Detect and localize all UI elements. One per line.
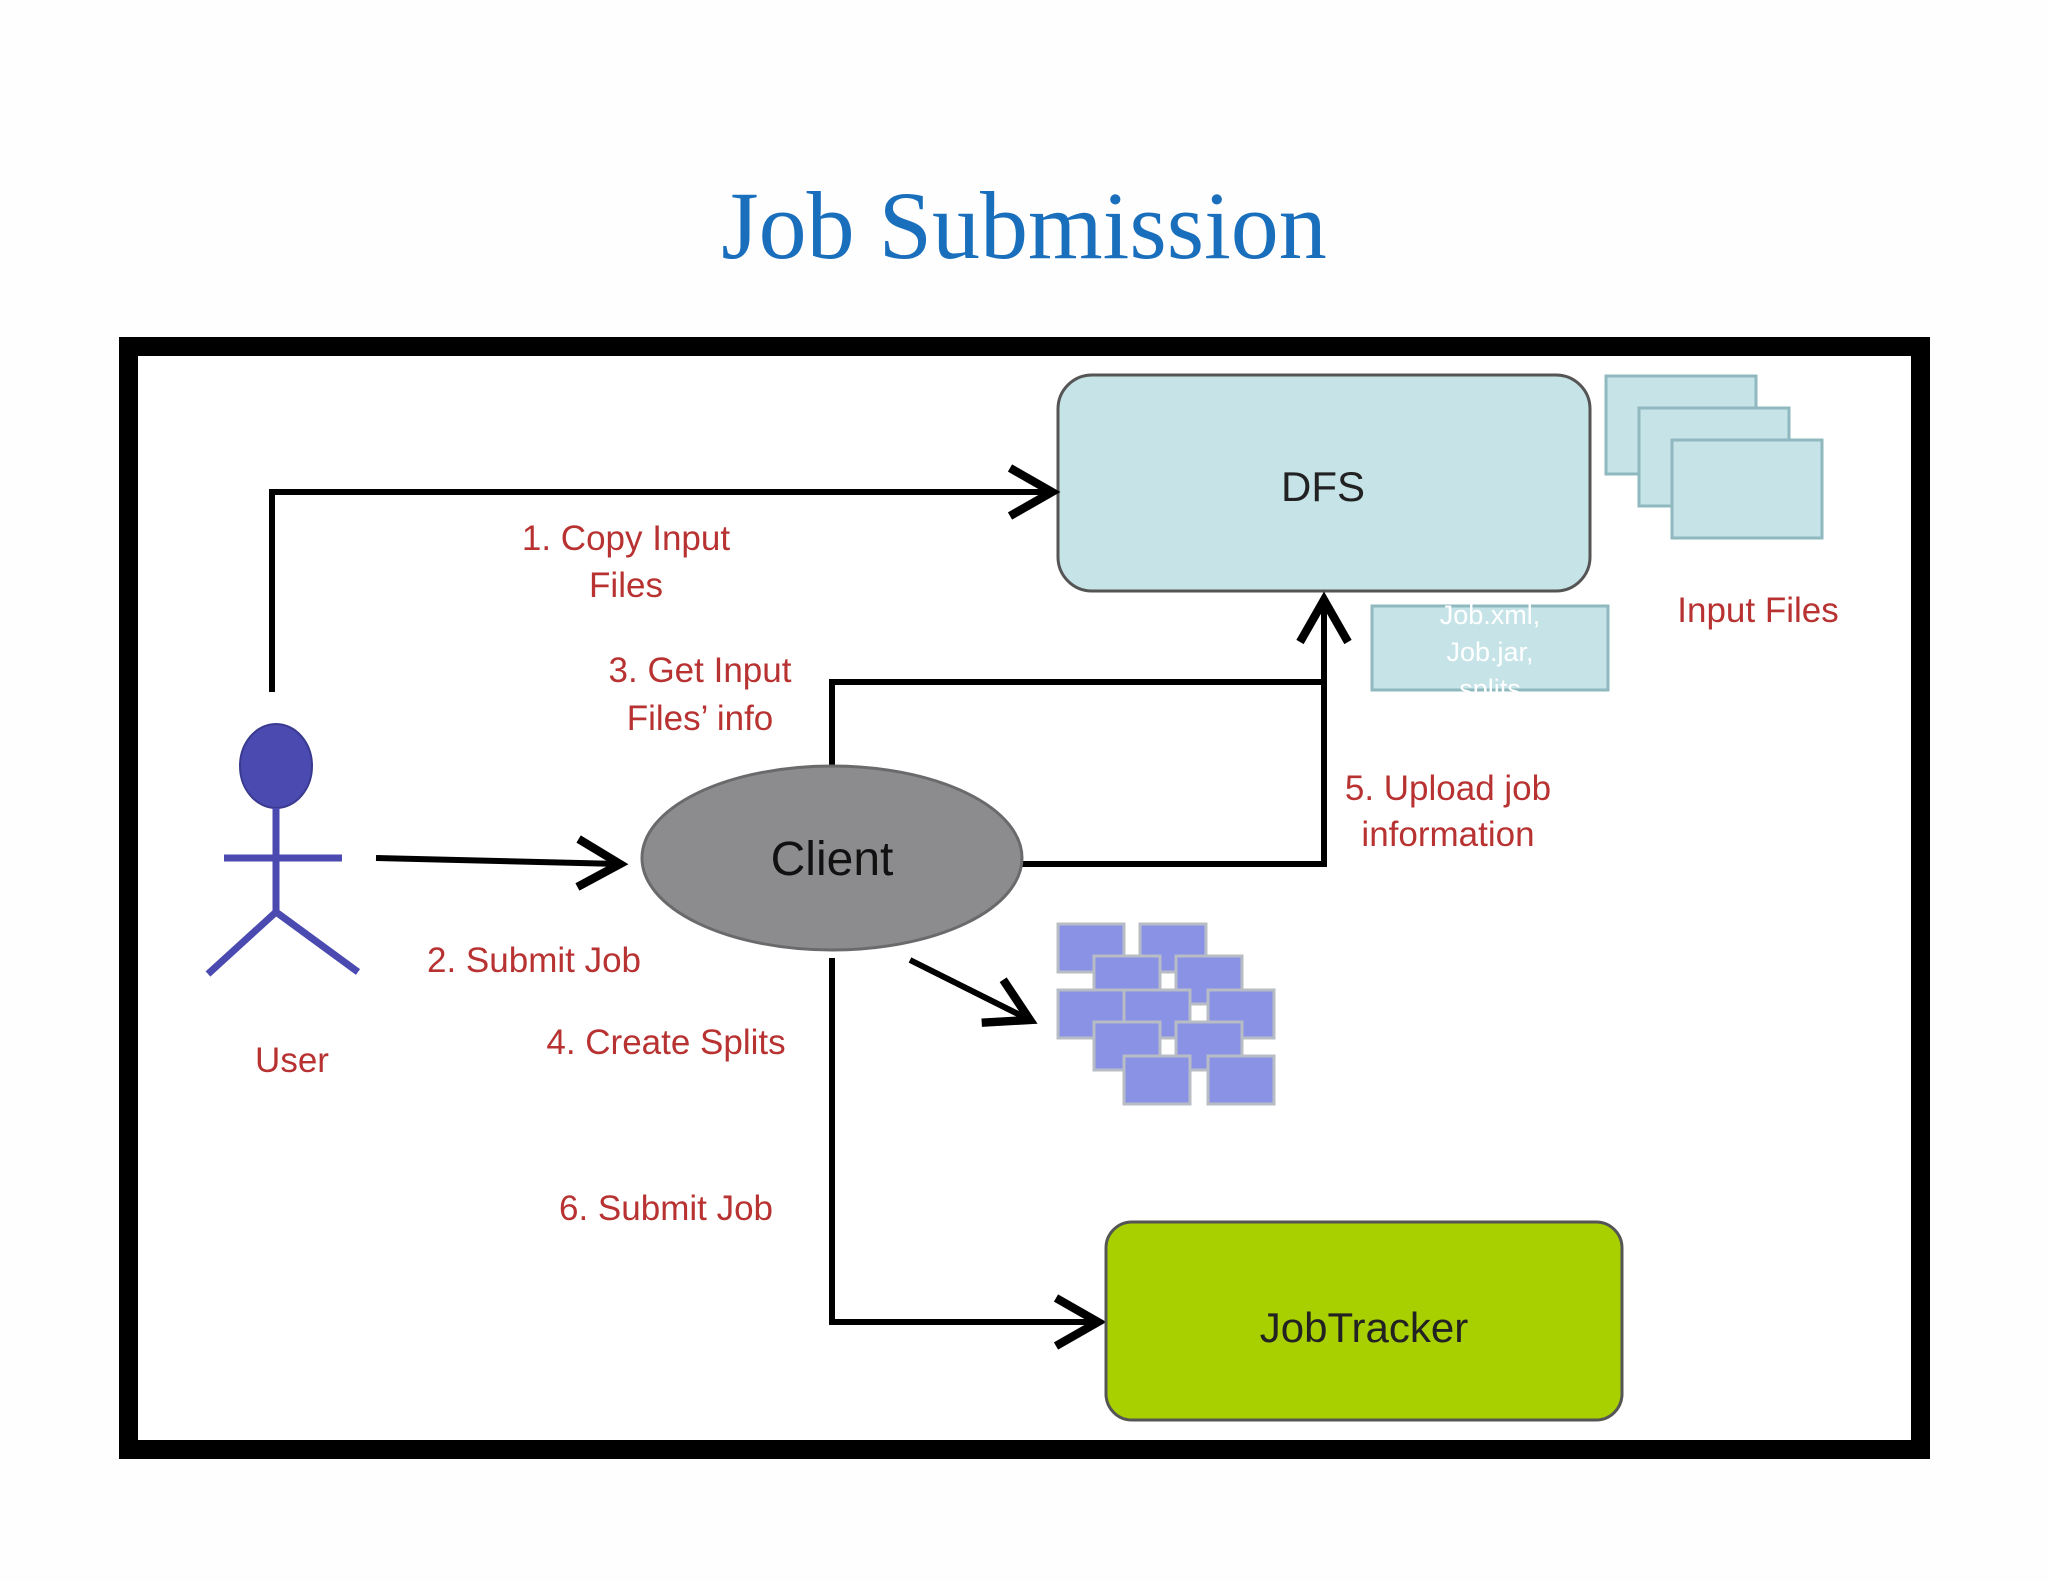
step-1-label-line-2: Files bbox=[589, 566, 663, 605]
user-label: User bbox=[255, 1041, 329, 1080]
step-2-label: 2. Submit Job bbox=[427, 941, 641, 980]
arrow-create-splits bbox=[908, 957, 1038, 1027]
input-files-label: Input Files bbox=[1677, 591, 1838, 630]
diagram-frame bbox=[119, 337, 1930, 1459]
step-6-label: 6. Submit Job bbox=[559, 1189, 773, 1228]
arrow-upload-job bbox=[1020, 682, 1327, 867]
step-4-label: 4. Create Splits bbox=[546, 1023, 785, 1062]
jobtracker-label: JobTracker bbox=[1260, 1304, 1469, 1351]
jobtracker-node bbox=[1104, 1220, 1624, 1422]
input-files-icon bbox=[1604, 374, 1824, 540]
splits-icon bbox=[1056, 922, 1276, 1106]
arrow-copy-input bbox=[269, 464, 1061, 692]
arrow-submit-job bbox=[375, 835, 629, 891]
step-5-label-line-2: information bbox=[1361, 815, 1534, 854]
step-1-label-line-1: 1. Copy Input bbox=[522, 519, 730, 558]
step-5-label-line-1: 5. Upload job bbox=[1345, 769, 1551, 808]
client-node bbox=[640, 764, 1024, 952]
arrow-get-input-info bbox=[829, 591, 1352, 770]
client-label: Client bbox=[771, 833, 894, 886]
job-files-line-1: Job.xml, bbox=[1440, 600, 1541, 630]
user-figure-icon bbox=[205, 723, 361, 977]
step-3-label-line-2: Files’ info bbox=[627, 699, 774, 738]
job-files-mask bbox=[1360, 692, 1620, 722]
dfs-label: DFS bbox=[1281, 463, 1365, 510]
step-3-label-line-1: 3. Get Input bbox=[609, 651, 792, 690]
job-files-line-2: Job.jar, bbox=[1446, 637, 1533, 667]
page-title: Job Submission bbox=[721, 172, 1327, 279]
arrow-submit-jobtracker bbox=[829, 958, 1107, 1350]
job-files-box bbox=[1370, 604, 1610, 692]
